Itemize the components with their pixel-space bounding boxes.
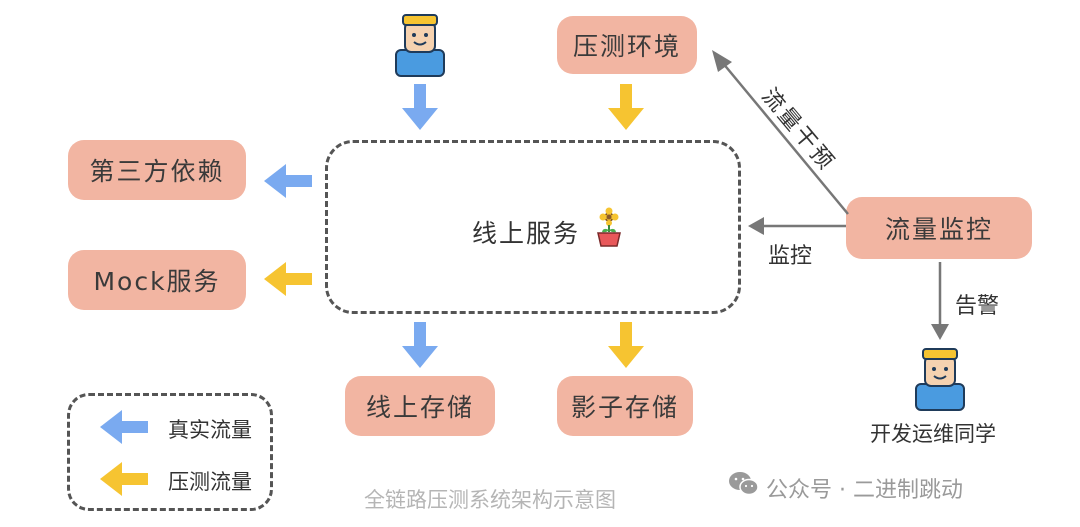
traffic-monitor-node: 流量监控	[846, 197, 1032, 259]
monitor-label: 监控	[768, 244, 813, 269]
legend-stress-label: 压测流量	[168, 470, 252, 494]
legend-box	[67, 393, 273, 511]
third-party-label: 第三方依赖	[89, 157, 225, 186]
mock-service-label: Mock服务	[93, 267, 221, 296]
legend-real-arrow	[100, 410, 148, 444]
caption: 全链路压测系统架构示意图	[364, 488, 616, 512]
online-storage-node: 线上存储	[345, 376, 495, 436]
mock-service-node: Mock服务	[68, 250, 246, 310]
traffic-monitor-label: 流量监控	[884, 215, 993, 244]
devops-label: 开发运维同学	[870, 422, 996, 446]
online-storage-label: 线上存储	[365, 393, 474, 422]
shadow-storage-label: 影子存储	[570, 393, 679, 422]
shadow-storage-node: 影子存储	[557, 376, 693, 436]
alert-label: 告警	[955, 294, 1000, 319]
stress-env-label: 压测环境	[572, 32, 681, 61]
real-traffic-arrow-down-bottom	[402, 322, 438, 368]
flower-pot-icon	[597, 207, 621, 247]
user-icon	[395, 14, 445, 77]
stress-env-node: 压测环境	[557, 16, 697, 74]
legend-real-label: 真实流量	[168, 418, 252, 442]
third-party-node: 第三方依赖	[68, 140, 246, 200]
online-service-node	[325, 140, 741, 314]
watermark: 公众号 · 二进制跳动	[766, 478, 963, 503]
stress-traffic-arrow-down-top	[608, 84, 644, 130]
real-traffic-arrow-left	[264, 164, 312, 198]
stress-traffic-arrow-left	[264, 262, 312, 296]
legend-stress-arrow	[100, 462, 148, 496]
online-service-label: 线上服务	[472, 219, 581, 248]
wechat-icon	[729, 472, 759, 496]
stress-traffic-arrow-down-bottom	[608, 322, 644, 368]
real-traffic-arrow-down-top	[402, 84, 438, 130]
devops-user-icon	[915, 348, 965, 411]
